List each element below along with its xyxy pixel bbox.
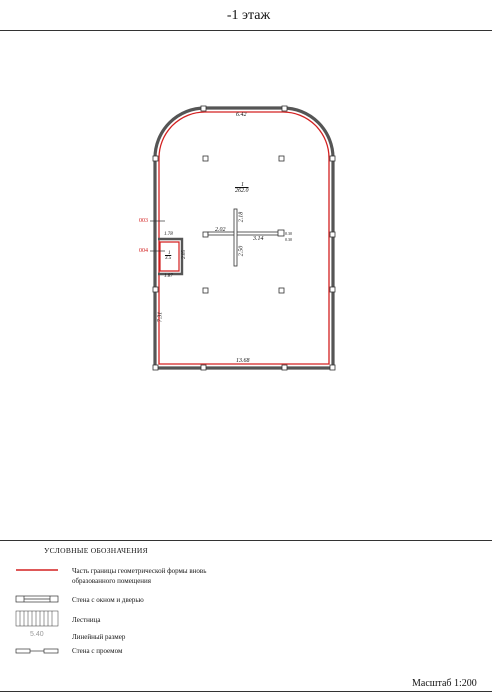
legend-wall-window [15, 595, 59, 603]
boundary-line [158, 111, 330, 365]
legend-item-wall-opening: Стена с проемом [72, 647, 123, 655]
dim-bottom: 13.68 [236, 358, 250, 364]
scale-label: Масштаб 1:200 [412, 678, 477, 689]
dim-top: 6.42 [236, 112, 247, 118]
legend-item-linear-dim: Линейный размер [72, 633, 126, 641]
page-title: -1 этаж [226, 8, 271, 23]
dim-cross-right: 3.14 [253, 236, 264, 242]
legend-stairs [15, 610, 59, 627]
dim-small-bottom: 1.87 [164, 274, 173, 279]
interior-columns [202, 155, 285, 294]
small-room-area: 3.5 [165, 256, 172, 261]
dim-cross-end-b: 0.30 [285, 237, 292, 242]
bottom-rule [0, 691, 492, 692]
dim-cross-end-a: 0.30 [285, 231, 292, 236]
small-room-boundary [159, 241, 180, 272]
room-number: 1 [241, 182, 244, 188]
legend-item-wall-window: Стена с окном и дверью [72, 596, 144, 604]
dim-cross-left: 2.02 [215, 227, 226, 233]
room-area: 262.0 [235, 188, 249, 194]
marker-004: 004 [139, 248, 148, 254]
cross-wall [207, 208, 285, 267]
dim-small-top: 1.78 [164, 232, 173, 237]
wall-columns [152, 105, 336, 371]
legend-item-boundary: Часть границы геометрической формы вновь… [72, 567, 207, 585]
legend-rule [0, 540, 492, 541]
legend-item-stairs: Лестница [72, 616, 101, 624]
legend-title: УСЛОВНЫЕ ОБОЗНАЧЕНИЯ [44, 546, 148, 555]
title-rule [0, 30, 492, 31]
small-room-wall [158, 237, 184, 276]
marker-003: 003 [139, 218, 148, 224]
legend-dim-sample: 5.40 [30, 631, 44, 638]
small-room-number: 1 [168, 251, 171, 256]
legend-wall-opening [15, 648, 59, 654]
